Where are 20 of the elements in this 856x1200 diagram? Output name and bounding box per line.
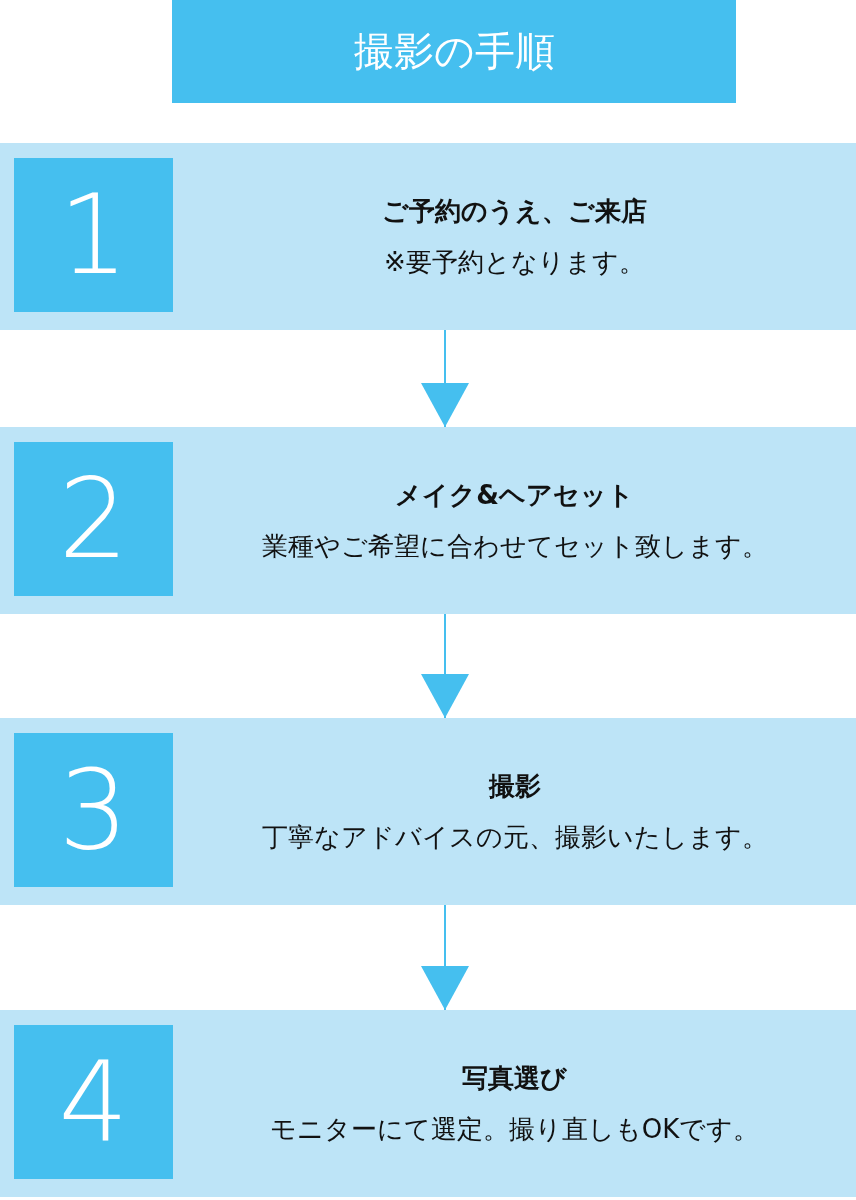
step-heading: メイク&ヘアセット bbox=[395, 478, 634, 512]
step-band bbox=[0, 143, 856, 330]
step-heading: 写真選び bbox=[462, 1061, 567, 1095]
step-description: ※要予約となります。 bbox=[384, 245, 645, 279]
step-description: 丁寧なアドバイスの元、撮影いたします。 bbox=[261, 820, 768, 854]
arrow bbox=[421, 329, 469, 428]
arrow bbox=[421, 904, 469, 1011]
step-heading: ご予約のうえ、ご来店 bbox=[382, 194, 647, 228]
step-description: 業種やご希望に合わせてセット致します。 bbox=[261, 529, 768, 563]
step-band bbox=[0, 718, 856, 905]
step-number-box: 2 bbox=[14, 442, 173, 596]
step-band bbox=[0, 1010, 856, 1197]
arrow bbox=[421, 613, 469, 719]
step-number-box: 1 bbox=[14, 158, 173, 312]
title-banner: 撮影の手順 bbox=[172, 0, 736, 103]
step-band bbox=[0, 427, 856, 614]
step-heading: 撮影 bbox=[488, 769, 541, 803]
step-description: モニターにて選定。撮り直しもOKです。 bbox=[269, 1112, 760, 1146]
step-number-box: 3 bbox=[14, 733, 173, 887]
step-number-box: 4 bbox=[14, 1025, 173, 1179]
